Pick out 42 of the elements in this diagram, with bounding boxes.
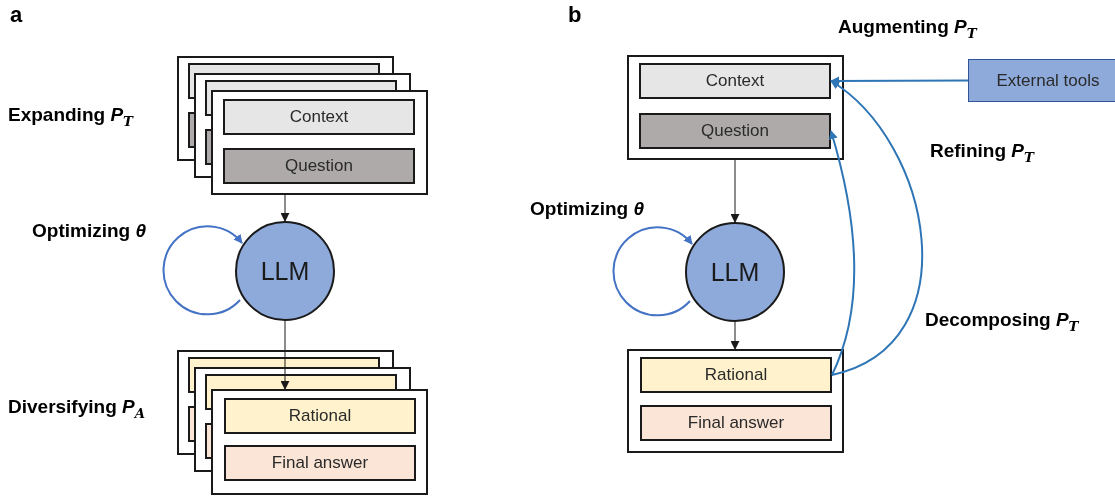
stage-label: Expanding P$_{T}$ [8,104,133,129]
arrow [730,159,740,223]
box-label: Question [700,121,769,141]
box-label: Context [705,71,765,91]
text-box [639,113,831,149]
stage-label: Optimizing θ [530,198,645,220]
arrow [830,76,969,86]
arrow [830,80,923,376]
text-box [224,398,416,434]
prompt-card [627,55,844,160]
arrow [280,194,290,222]
stage-label: Diversifying P$_{A}$ [8,396,146,421]
panel-letter: a [10,2,23,28]
text-box [640,405,832,441]
box-label: Context [289,107,349,127]
stage-label: Refining P$_{T}$ [930,140,1034,165]
circle-label: LLM [260,256,310,286]
stage-label: Decomposing P$_{T}$ [925,309,1079,334]
text-box [224,445,416,481]
arrow [828,130,856,376]
box-label: Question [284,156,353,176]
text-box [640,357,832,393]
arrow [730,321,740,350]
box-label: Final answer [271,453,369,473]
arrow [162,225,243,316]
box-label: Rational [704,365,768,385]
prompt-card [627,349,844,453]
arrow [612,226,693,317]
arrow [280,320,290,390]
prompt-card [211,389,428,495]
text-box [223,99,415,135]
prompt-card [211,90,428,195]
tool-box [968,59,1115,102]
text-box [223,148,415,184]
stage-label: Optimizing θ [32,220,147,242]
text-box [639,63,831,99]
box-label: Final answer [687,413,785,433]
circle-label: LLM [710,257,760,287]
box-label: Rational [288,406,352,426]
box-label: External tools [996,70,1100,91]
stage-label: Augmenting P$_{T}$ [838,16,977,41]
panel-letter: b [568,2,582,28]
